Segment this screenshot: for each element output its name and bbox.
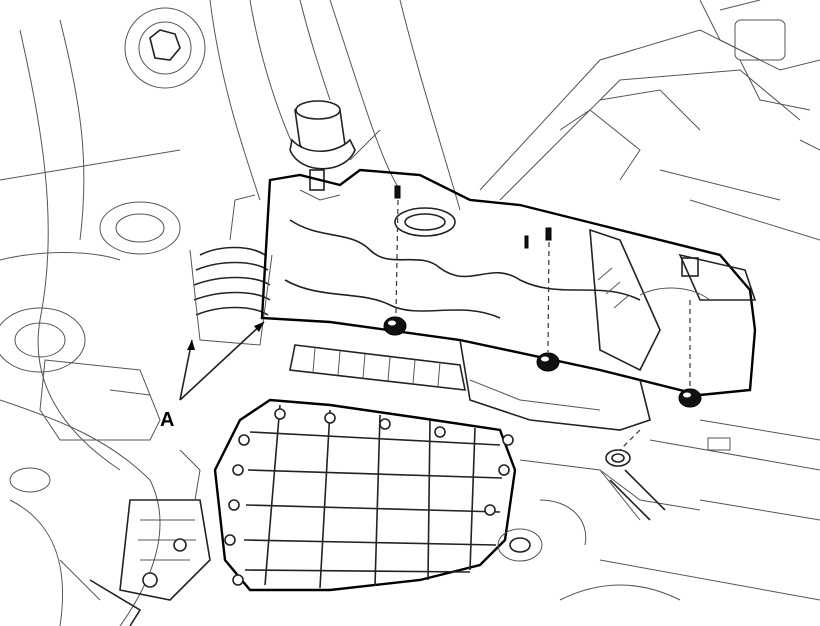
lower-left-components — [59, 449, 211, 626]
lower-right-components — [497, 419, 820, 601]
alignment-lines — [395, 199, 691, 451]
background-structure — [0, 0, 331, 626]
upper-components — [329, 0, 820, 241]
callout-a: A — [160, 321, 265, 431]
bolt-3 — [678, 388, 702, 408]
filler-cap — [289, 100, 381, 191]
leader-arrowhead-2 — [187, 340, 195, 350]
strut-spring — [189, 194, 273, 346]
cover-bracket — [260, 168, 757, 431]
mounting-bolts — [383, 185, 702, 467]
bolt-2 — [536, 352, 560, 372]
bolt-1 — [383, 316, 407, 336]
leader-arrowhead-1 — [254, 322, 264, 332]
oil-pan — [213, 344, 517, 592]
callout-label-a: A — [160, 409, 174, 431]
bolt-4 — [605, 449, 631, 467]
